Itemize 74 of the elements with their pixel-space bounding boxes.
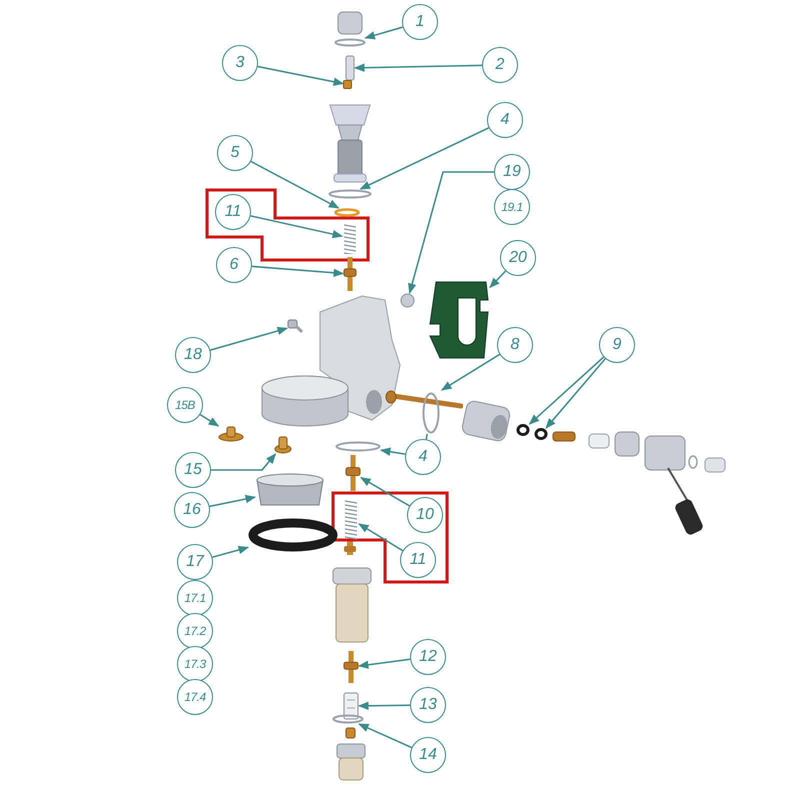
leader-line <box>360 477 410 507</box>
callout-number: 15 <box>175 452 211 488</box>
callout-number: 2 <box>482 47 518 83</box>
sleeve <box>345 55 355 81</box>
valve-stem <box>343 257 357 291</box>
leader-line <box>200 414 220 427</box>
leader-line <box>545 358 606 429</box>
leader-line <box>425 434 428 440</box>
callout-number: 3 <box>222 45 258 81</box>
callout-number: 16 <box>174 492 210 528</box>
o-ring <box>334 38 366 47</box>
callout-number: 17.4 <box>177 679 213 715</box>
callout-number: 11 <box>215 194 251 230</box>
leader-line <box>358 702 410 710</box>
callout-number: 17.3 <box>177 646 213 682</box>
o-ring <box>328 189 372 199</box>
spring <box>342 222 358 254</box>
leader-line <box>360 127 490 190</box>
callout-number: 12 <box>410 639 446 675</box>
callout-number: 8 <box>497 327 533 363</box>
callout-number: 17 <box>177 544 213 580</box>
leader-line <box>250 160 340 209</box>
leader-line <box>441 354 500 391</box>
leader-line <box>358 523 403 552</box>
disk <box>400 293 415 308</box>
leader-line <box>380 448 406 456</box>
valve-stem <box>345 455 361 491</box>
callout-number: 17.1 <box>177 580 213 616</box>
small-nut <box>343 80 352 89</box>
callout-number: 20 <box>500 240 536 276</box>
spring <box>343 498 359 540</box>
seal-ring <box>248 518 338 552</box>
leader-line <box>209 494 256 508</box>
o-ring <box>422 392 440 434</box>
leader-line <box>212 546 249 558</box>
washer <box>534 428 548 440</box>
leader-line <box>489 270 506 288</box>
leader-line <box>250 215 344 238</box>
callout-number: 6 <box>216 247 252 283</box>
filter-sleeve <box>343 692 359 720</box>
callout-number: 4 <box>405 439 441 475</box>
callout-number: 13 <box>410 687 446 723</box>
leader-line <box>364 26 403 40</box>
filter-basket <box>255 472 325 508</box>
callout-number: 19.1 <box>494 189 530 225</box>
callout-number: 15B <box>167 387 203 423</box>
leader-line <box>528 356 604 425</box>
callout-number: 1 <box>402 4 438 40</box>
callout-number: 5 <box>217 135 253 171</box>
pin <box>343 651 359 683</box>
washer <box>516 424 530 436</box>
leader-line <box>252 266 344 277</box>
callout-number: 19 <box>494 154 530 190</box>
screw <box>287 318 303 334</box>
callout-number: 10 <box>407 497 443 533</box>
leader-line <box>358 658 410 669</box>
gasket-ring <box>334 208 360 217</box>
leader-line <box>210 326 288 351</box>
knob <box>274 436 292 454</box>
callout-number: 9 <box>599 327 635 363</box>
callout-number: 17.2 <box>177 613 213 649</box>
leader-line <box>211 453 276 471</box>
leader-line <box>354 64 482 72</box>
o-ring <box>332 714 364 724</box>
leader-line <box>258 66 344 86</box>
leader-line <box>408 171 494 294</box>
callout-number: 14 <box>410 737 446 773</box>
knob <box>218 426 244 442</box>
callout-number: 11 <box>400 542 436 578</box>
o-ring <box>335 441 381 452</box>
callout-number: 18 <box>175 337 211 373</box>
gasket-plate <box>428 280 490 360</box>
leader-line <box>358 723 412 748</box>
callout-number: 4 <box>487 102 523 138</box>
